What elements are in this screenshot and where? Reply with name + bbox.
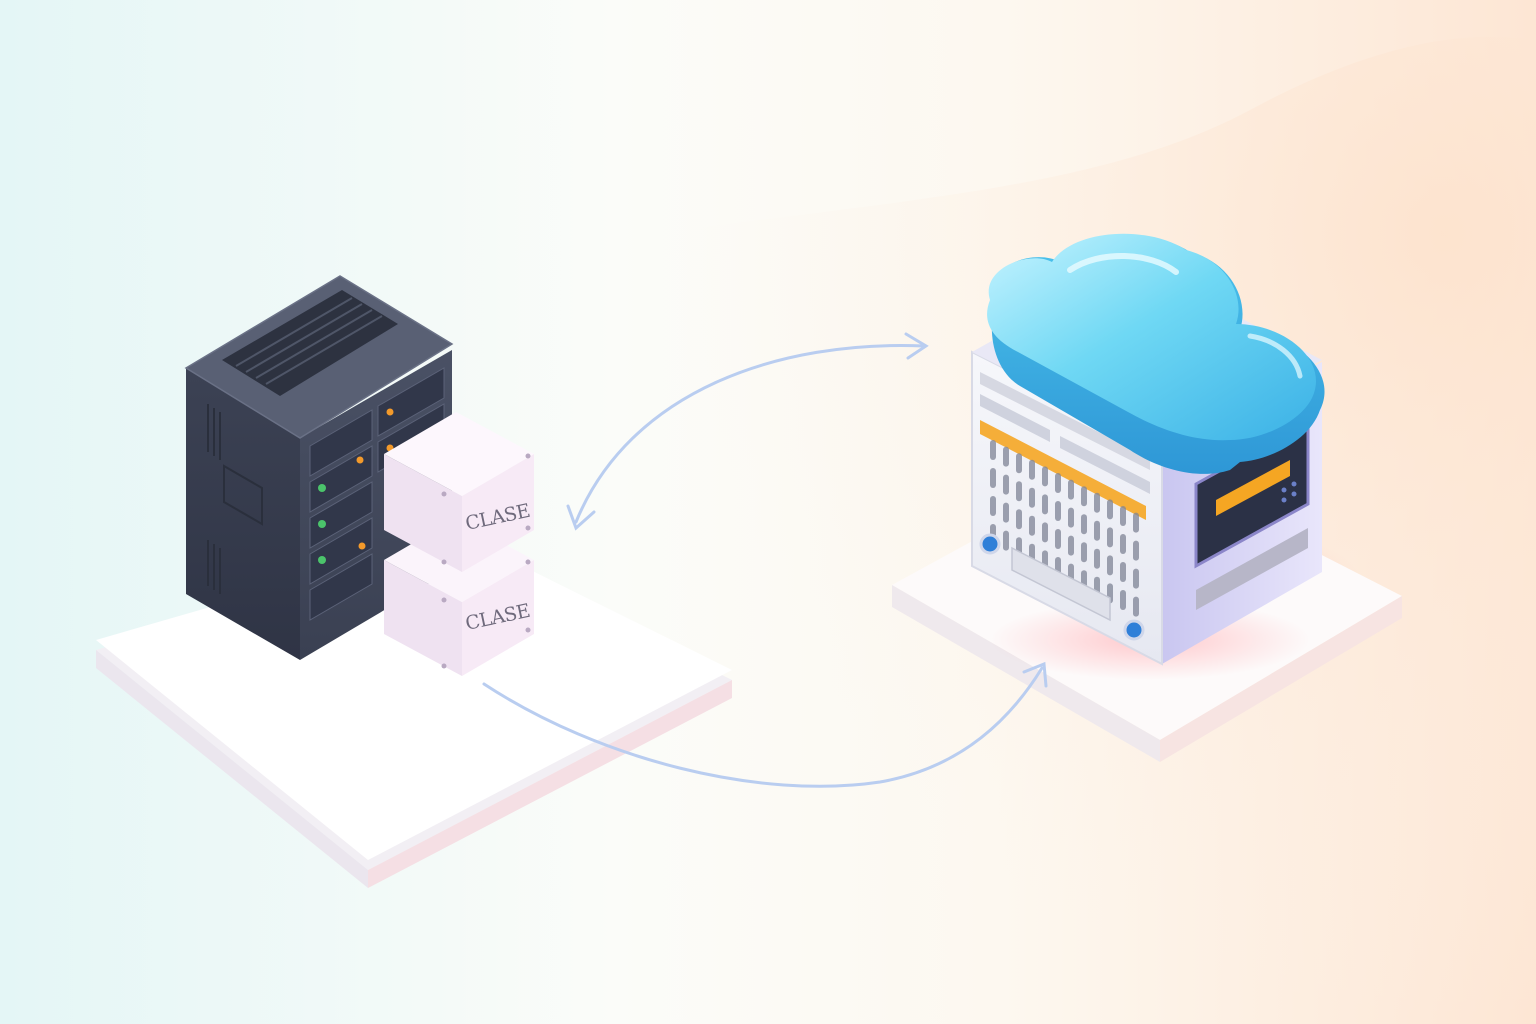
vent-slot <box>1068 479 1074 500</box>
vent-slot <box>1081 542 1087 563</box>
vent-slot <box>1029 459 1035 480</box>
arrow-back-head <box>566 504 596 531</box>
vent-slot <box>1003 474 1009 495</box>
vent-slot <box>1016 453 1022 474</box>
vent-slot <box>990 468 996 488</box>
device-knob-right <box>1123 619 1145 641</box>
vent-slot <box>1120 534 1126 554</box>
vent-slot <box>1133 596 1139 617</box>
server-status-leds <box>318 408 394 564</box>
vent-slot <box>1133 512 1139 533</box>
vent-slot <box>1003 446 1009 467</box>
cloud-icon <box>987 233 1325 474</box>
vent-slot <box>1120 562 1126 582</box>
vent-slot <box>1120 506 1126 526</box>
package-box-icon <box>384 412 534 676</box>
vent-slot <box>1133 568 1139 589</box>
arrow-from-boxes <box>482 666 1044 788</box>
vent-slot <box>1081 486 1087 507</box>
vent-slot <box>1107 527 1113 548</box>
vent-slot <box>1055 529 1061 549</box>
device-knob-left <box>979 533 1001 555</box>
vent-slot <box>1042 466 1048 487</box>
vent-slot <box>1042 522 1048 543</box>
vent-slot <box>1133 540 1139 561</box>
vent-slot <box>1068 507 1074 528</box>
vent-slot <box>1003 530 1009 551</box>
arrow-to-cloud <box>574 344 926 524</box>
vent-slot <box>1094 520 1100 541</box>
vent-slot <box>1055 501 1061 521</box>
vent-slot <box>1068 535 1074 556</box>
device-vent-grid <box>990 440 1139 617</box>
vent-slot <box>1081 514 1087 535</box>
vent-slot <box>1016 481 1022 502</box>
vent-slot <box>1094 548 1100 569</box>
vent-slot <box>1107 499 1113 520</box>
vent-slot <box>1003 502 1009 523</box>
vent-slot <box>990 440 996 460</box>
vent-slot <box>1120 590 1126 610</box>
vent-slot <box>1016 509 1022 530</box>
vent-slot <box>1029 515 1035 536</box>
sync-arrows <box>482 332 1048 788</box>
vent-slot <box>1094 492 1100 513</box>
vent-slot <box>990 496 996 516</box>
arrow-to-cloud-head <box>904 332 929 360</box>
vent-slot <box>1042 494 1048 515</box>
vent-slot <box>1029 487 1035 508</box>
vent-slot <box>1055 473 1061 493</box>
vent-slot <box>1107 555 1113 576</box>
arrow-from-boxes-head <box>1022 661 1048 688</box>
